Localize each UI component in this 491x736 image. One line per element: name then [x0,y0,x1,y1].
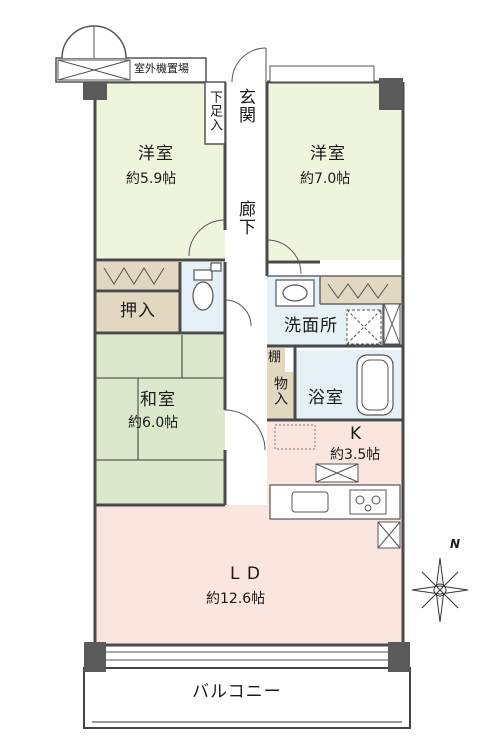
tatami-lines [95,335,225,461]
pillars [83,78,410,672]
western-room-1-area: 約5.9帖 [126,171,177,187]
western-room-2-area: 約7.0帖 [300,171,351,187]
storage-floor [267,372,295,420]
hallway-label: 廊下 [235,200,255,236]
shelf-label: 棚 [268,350,282,365]
stove [349,489,387,515]
japanese-room-floor [95,335,225,505]
window-top-right [269,65,375,83]
western-room-1-floor [95,82,225,260]
ac-space-label: 室外機置場 [134,62,189,75]
japanese-room-area: 約6.0帖 [128,415,179,431]
toilet-fixture [192,262,222,311]
pantry-outline [274,424,316,450]
ac-unit [57,59,131,81]
balcony-label: バルコニー [192,682,282,702]
japanese-room-label: 和室 [140,390,176,410]
compass-rose [411,557,469,623]
closet-sliding-doors [103,267,389,299]
western-room-2-label: 洋室 [310,144,346,164]
entrance-door-swing [231,47,267,83]
hallway-floor [225,82,267,472]
oshiire-floor [95,293,179,332]
shoe-storage-label: 下足入 [207,90,222,132]
shelf-floor [267,348,285,372]
shoe-cabinet [204,81,226,145]
wash-basin [275,279,315,307]
storage-label: 物入 [272,376,288,406]
ld-label: L D [230,564,261,584]
western-room-2-floor [267,82,403,260]
western-room-1-label: 洋室 [138,144,174,164]
bathtub [356,354,394,416]
washroom-label: 洗面所 [284,316,338,336]
kitchen-label: K [350,424,363,444]
balcony-window [106,651,388,661]
balcony-area [83,667,411,729]
compass-north-label: N [450,537,461,551]
closet-label: 押入 [120,301,156,321]
entrance-label: 玄関 [235,88,255,124]
closet-2-floor-b [320,276,403,304]
bath-label: 浴室 [308,388,344,408]
closet-1-floor [95,262,179,290]
ac-unit-space [55,57,207,83]
door-swings [188,219,302,451]
ld-area: 約12.6帖 [206,591,266,607]
kitchen-area: 約3.5帖 [330,447,381,463]
sink [291,491,329,513]
